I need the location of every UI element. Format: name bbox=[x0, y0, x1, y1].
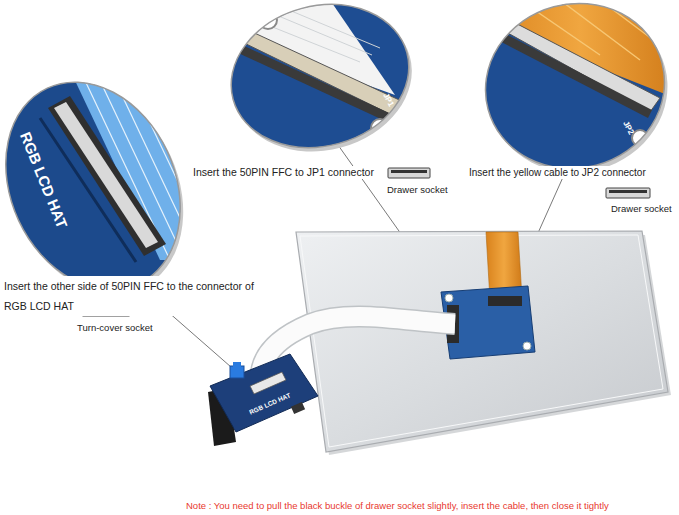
socket-label: Drawer socket bbox=[386, 184, 449, 196]
drawer-socket-icon bbox=[388, 168, 430, 178]
hat-connector bbox=[250, 372, 286, 394]
board-label: RGB LCD HAT bbox=[16, 129, 72, 231]
connector-name: JP2 bbox=[620, 119, 636, 136]
connector-name: JP1 bbox=[380, 91, 396, 108]
note-text: Note : You need to pull the black buckle… bbox=[186, 500, 676, 512]
instruction-text: Insert the yellow cable to JP2 connector bbox=[468, 166, 676, 179]
instruction-text: Insert the 50PIN FFC to JP1 connector bbox=[192, 166, 386, 179]
socket-label: Drawer socket bbox=[610, 203, 673, 215]
jp2-socket bbox=[488, 296, 522, 306]
potentiometer bbox=[230, 366, 244, 378]
hat-board bbox=[208, 354, 318, 446]
drawer-socket-icon bbox=[606, 188, 650, 198]
instruction-text: Insert the other side of 50PIN FFC to th… bbox=[3, 276, 279, 316]
zoom-jp1-connector bbox=[215, 0, 428, 171]
adapter-board bbox=[441, 286, 535, 359]
socket-label: Turn-cover socket bbox=[76, 322, 154, 334]
lcd-panel bbox=[296, 231, 671, 455]
zoom-jp2-connector bbox=[467, 0, 679, 192]
board-label: RGB LCD HAT bbox=[248, 391, 292, 416]
